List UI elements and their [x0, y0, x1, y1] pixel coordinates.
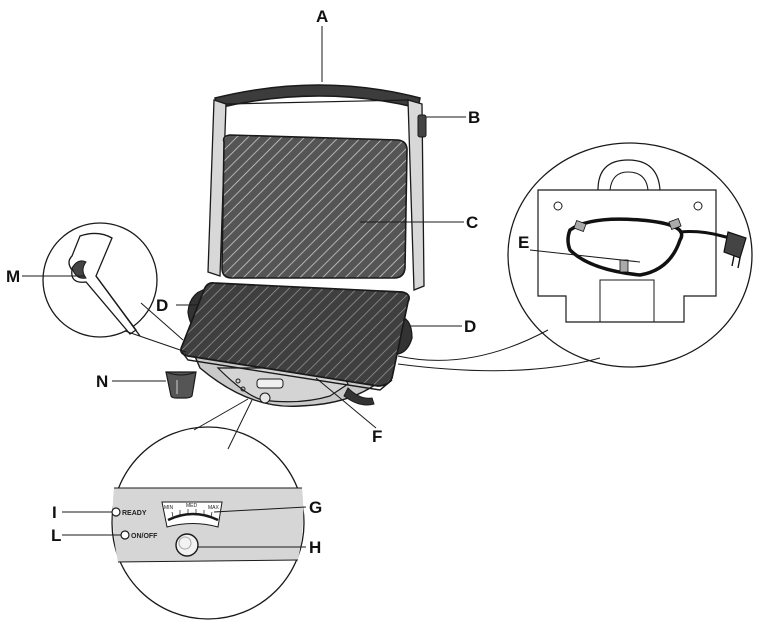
leader-lines [22, 26, 641, 548]
lid-frame-right [407, 99, 425, 291]
drip-tray [165, 371, 197, 399]
lid-frame-left [207, 99, 227, 277]
base-thermostat [256, 378, 284, 389]
onoff-light-icon [120, 530, 130, 540]
top-handle [214, 84, 421, 109]
hinge-lever [417, 114, 427, 138]
callout-n: N [96, 372, 108, 391]
lower-plate [180, 282, 410, 387]
callout-f: F [372, 427, 382, 446]
dial-med-label: MED [186, 503, 198, 509]
detail-circle-scraper [42, 222, 158, 338]
dial-max-label: MAX [208, 505, 220, 511]
callout-m: M [6, 267, 20, 286]
control-knob [175, 533, 199, 557]
callout-a: A [316, 7, 328, 26]
callout-i: I [52, 503, 57, 522]
base-knob [259, 392, 271, 404]
grill-illustration [180, 84, 427, 408]
ready-light-icon [111, 507, 121, 517]
callout-l: L [51, 526, 61, 545]
callout-c: C [466, 213, 478, 232]
detail-circle-cord [507, 142, 753, 368]
callout-b: B [468, 108, 480, 127]
onoff-label: ON/OFF [131, 533, 158, 540]
callout-d-left: D [156, 296, 168, 315]
upper-plate [221, 134, 408, 279]
dial-min-label: MIN [164, 505, 174, 511]
callout-h: H [309, 538, 321, 557]
callout-d-right: D [464, 317, 476, 336]
callout-e: E [518, 233, 529, 252]
detail-circle-controls [111, 426, 305, 620]
callout-g: G [309, 498, 322, 517]
ready-label: READY [122, 510, 147, 517]
